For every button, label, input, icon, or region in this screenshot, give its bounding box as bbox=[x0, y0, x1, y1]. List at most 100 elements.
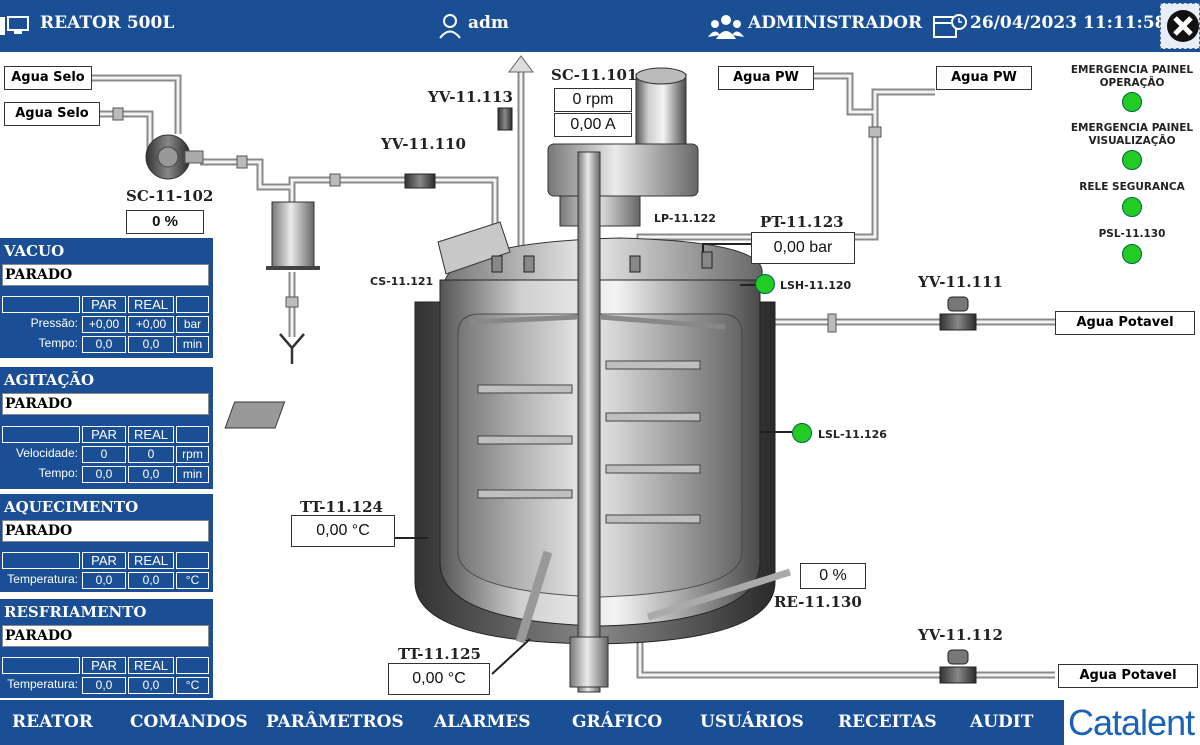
col-real: REAL bbox=[128, 657, 174, 674]
close-button[interactable] bbox=[1160, 3, 1200, 49]
tempo-par[interactable]: 0,0 bbox=[82, 466, 126, 483]
row-label: Temperatura: bbox=[7, 572, 78, 586]
tempo-real: 0,0 bbox=[128, 466, 174, 483]
yv-11-110-tag[interactable]: YV-11.110 bbox=[381, 135, 466, 153]
cs-11-121-tag: CS-11.121 bbox=[370, 275, 434, 288]
temperatura-unit: °C bbox=[176, 677, 209, 694]
pt-11-123-value[interactable]: 0,00 bar bbox=[751, 232, 855, 264]
sc-11-102-tag: SC-11-102 bbox=[126, 187, 214, 205]
close-icon bbox=[1167, 10, 1199, 42]
panel-agitacao-title: AGITAÇÃO bbox=[4, 371, 95, 389]
lp-11-122-tag: LP-11.122 bbox=[654, 212, 716, 225]
header-bar: REATOR 500L adm ADMINISTRADOR 26/04/2023… bbox=[0, 0, 1200, 52]
temperatura-unit: °C bbox=[176, 572, 209, 589]
nav-grafico[interactable]: GRÁFICO bbox=[572, 712, 663, 732]
header-blank bbox=[2, 657, 80, 674]
yv-11-111-tag[interactable]: YV-11.111 bbox=[918, 273, 1003, 291]
emergencia-operacao-label: EMERGENCIA PAINEL OPERAÇÃO bbox=[1070, 64, 1194, 89]
temperatura-par[interactable]: 0,0 bbox=[82, 572, 126, 589]
tt-11-125-tag: TT-11.125 bbox=[398, 645, 481, 663]
panel-resfriamento-status: PARADO bbox=[2, 625, 209, 647]
nav-reator[interactable]: REATOR bbox=[12, 712, 93, 732]
inlet-agua-selo-1: Agua Selo bbox=[4, 66, 92, 90]
col-real: REAL bbox=[128, 552, 174, 569]
nav-receitas[interactable]: RECEITAS bbox=[838, 712, 937, 732]
header-blank bbox=[176, 296, 209, 313]
header-blank bbox=[176, 552, 209, 569]
panel-resfriamento-title: RESFRIAMENTO bbox=[4, 603, 147, 621]
row-label: Velocidade: bbox=[15, 446, 78, 460]
yv-11-113-tag[interactable]: YV-11.113 bbox=[428, 88, 513, 106]
sc-11-101-amps[interactable]: 0,00 A bbox=[554, 113, 632, 137]
lsh-11-120-tag: LSH-11.120 bbox=[780, 279, 852, 292]
col-real: REAL bbox=[128, 426, 174, 443]
bottom-nav: REATOR COMANDOS PARÂMETROS ALARMES GRÁFI… bbox=[0, 700, 1200, 745]
rele-seguranca-label: RELE SEGURANCA bbox=[1079, 181, 1185, 193]
app-title: REATOR 500L bbox=[40, 13, 175, 33]
row-label: Tempo: bbox=[38, 466, 78, 480]
tt-11-125-value[interactable]: 0,00 °C bbox=[388, 663, 490, 695]
yv-11-112-tag[interactable]: YV-11.112 bbox=[918, 626, 1003, 644]
header-blank bbox=[176, 657, 209, 674]
nav-comandos[interactable]: COMANDOS bbox=[130, 712, 248, 732]
sc-11-101-rpm[interactable]: 0 rpm bbox=[554, 88, 632, 112]
nav-alarmes[interactable]: ALARMES bbox=[434, 712, 531, 732]
header-blank bbox=[2, 426, 80, 443]
temperatura-par[interactable]: 0,0 bbox=[82, 677, 126, 694]
nav-usuarios[interactable]: USUÁRIOS bbox=[700, 712, 804, 732]
row-label: Tempo: bbox=[38, 336, 78, 350]
panel-aquecimento-title: AQUECIMENTO bbox=[4, 498, 139, 516]
nav-parametros[interactable]: PARÂMETROS bbox=[266, 712, 404, 732]
user-icon bbox=[439, 14, 461, 39]
re-11-130-value[interactable]: 0 % bbox=[800, 563, 866, 589]
psl-11-130-led bbox=[1122, 244, 1142, 264]
inlet-agua-selo-2: Agua Selo bbox=[4, 102, 100, 126]
inlet-agua-pw-1: Agua PW bbox=[718, 66, 814, 90]
nav-audit[interactable]: AUDIT bbox=[970, 712, 1034, 732]
lsl-11-126-led bbox=[792, 423, 812, 443]
header-blank bbox=[2, 552, 80, 569]
datetime: 26/04/2023 11:11:58 bbox=[970, 13, 1167, 33]
velocidade-par[interactable]: 0 bbox=[82, 446, 126, 463]
velocidade-real: 0 bbox=[128, 446, 174, 463]
row-label: Temperatura: bbox=[7, 677, 78, 691]
inlet-agua-pw-2: Agua PW bbox=[936, 66, 1032, 90]
col-par: PAR bbox=[82, 296, 126, 313]
panel-vacuo-status: PARADO bbox=[2, 264, 209, 286]
sc-11-102-value[interactable]: 0 % bbox=[126, 210, 204, 234]
tempo-unit: min bbox=[176, 466, 209, 483]
calendar-clock-icon bbox=[933, 14, 967, 38]
tempo-real: 0,0 bbox=[128, 336, 174, 353]
tt-11-124-value[interactable]: 0,00 °C bbox=[291, 515, 395, 547]
panel-agitacao[interactable]: AGITAÇÃO PARADO PAR REAL Velocidade: 0 0… bbox=[0, 367, 213, 489]
panel-aquecimento[interactable]: AQUECIMENTO PARADO PAR REAL Temperatura:… bbox=[0, 494, 213, 592]
velocidade-unit: rpm bbox=[176, 446, 209, 463]
rele-seguranca-led bbox=[1122, 197, 1142, 217]
header-blank bbox=[2, 296, 80, 313]
tt-11-124-tag: TT-11.124 bbox=[300, 498, 383, 516]
emergencia-visualizacao-led bbox=[1122, 150, 1142, 170]
panel-aquecimento-status: PARADO bbox=[2, 520, 209, 542]
emergencia-operacao-led bbox=[1122, 92, 1142, 112]
col-par: PAR bbox=[82, 552, 126, 569]
pressao-real: +0,00 bbox=[128, 316, 174, 333]
col-real: REAL bbox=[128, 296, 174, 313]
user-role: ADMINISTRADOR bbox=[748, 13, 923, 33]
pt-11-123-tag: PT-11.123 bbox=[760, 213, 844, 231]
pressao-par[interactable]: +0,00 bbox=[82, 316, 126, 333]
user-group-icon bbox=[708, 15, 744, 39]
sc-11-101-tag: SC-11.101 bbox=[551, 66, 638, 84]
panel-vacuo[interactable]: VACUO PARADO PAR REAL Pressão: +0,00 +0,… bbox=[0, 238, 213, 358]
re-11-130-tag: RE-11.130 bbox=[774, 593, 862, 611]
panel-resfriamento[interactable]: RESFRIAMENTO PARADO PAR REAL Temperatura… bbox=[0, 599, 213, 698]
col-par: PAR bbox=[82, 426, 126, 443]
temperatura-real: 0,0 bbox=[128, 572, 174, 589]
panel-vacuo-title: VACUO bbox=[4, 242, 65, 260]
catalent-logo: Catalent bbox=[1064, 700, 1200, 745]
outlet-agua-potavel-1: Agua Potavel bbox=[1055, 311, 1195, 335]
row-label: Pressão: bbox=[30, 316, 78, 330]
user-name[interactable]: adm bbox=[468, 13, 509, 33]
header-blank bbox=[176, 426, 209, 443]
outlet-agua-potavel-2: Agua Potavel bbox=[1058, 664, 1198, 688]
tempo-par[interactable]: 0,0 bbox=[82, 336, 126, 353]
